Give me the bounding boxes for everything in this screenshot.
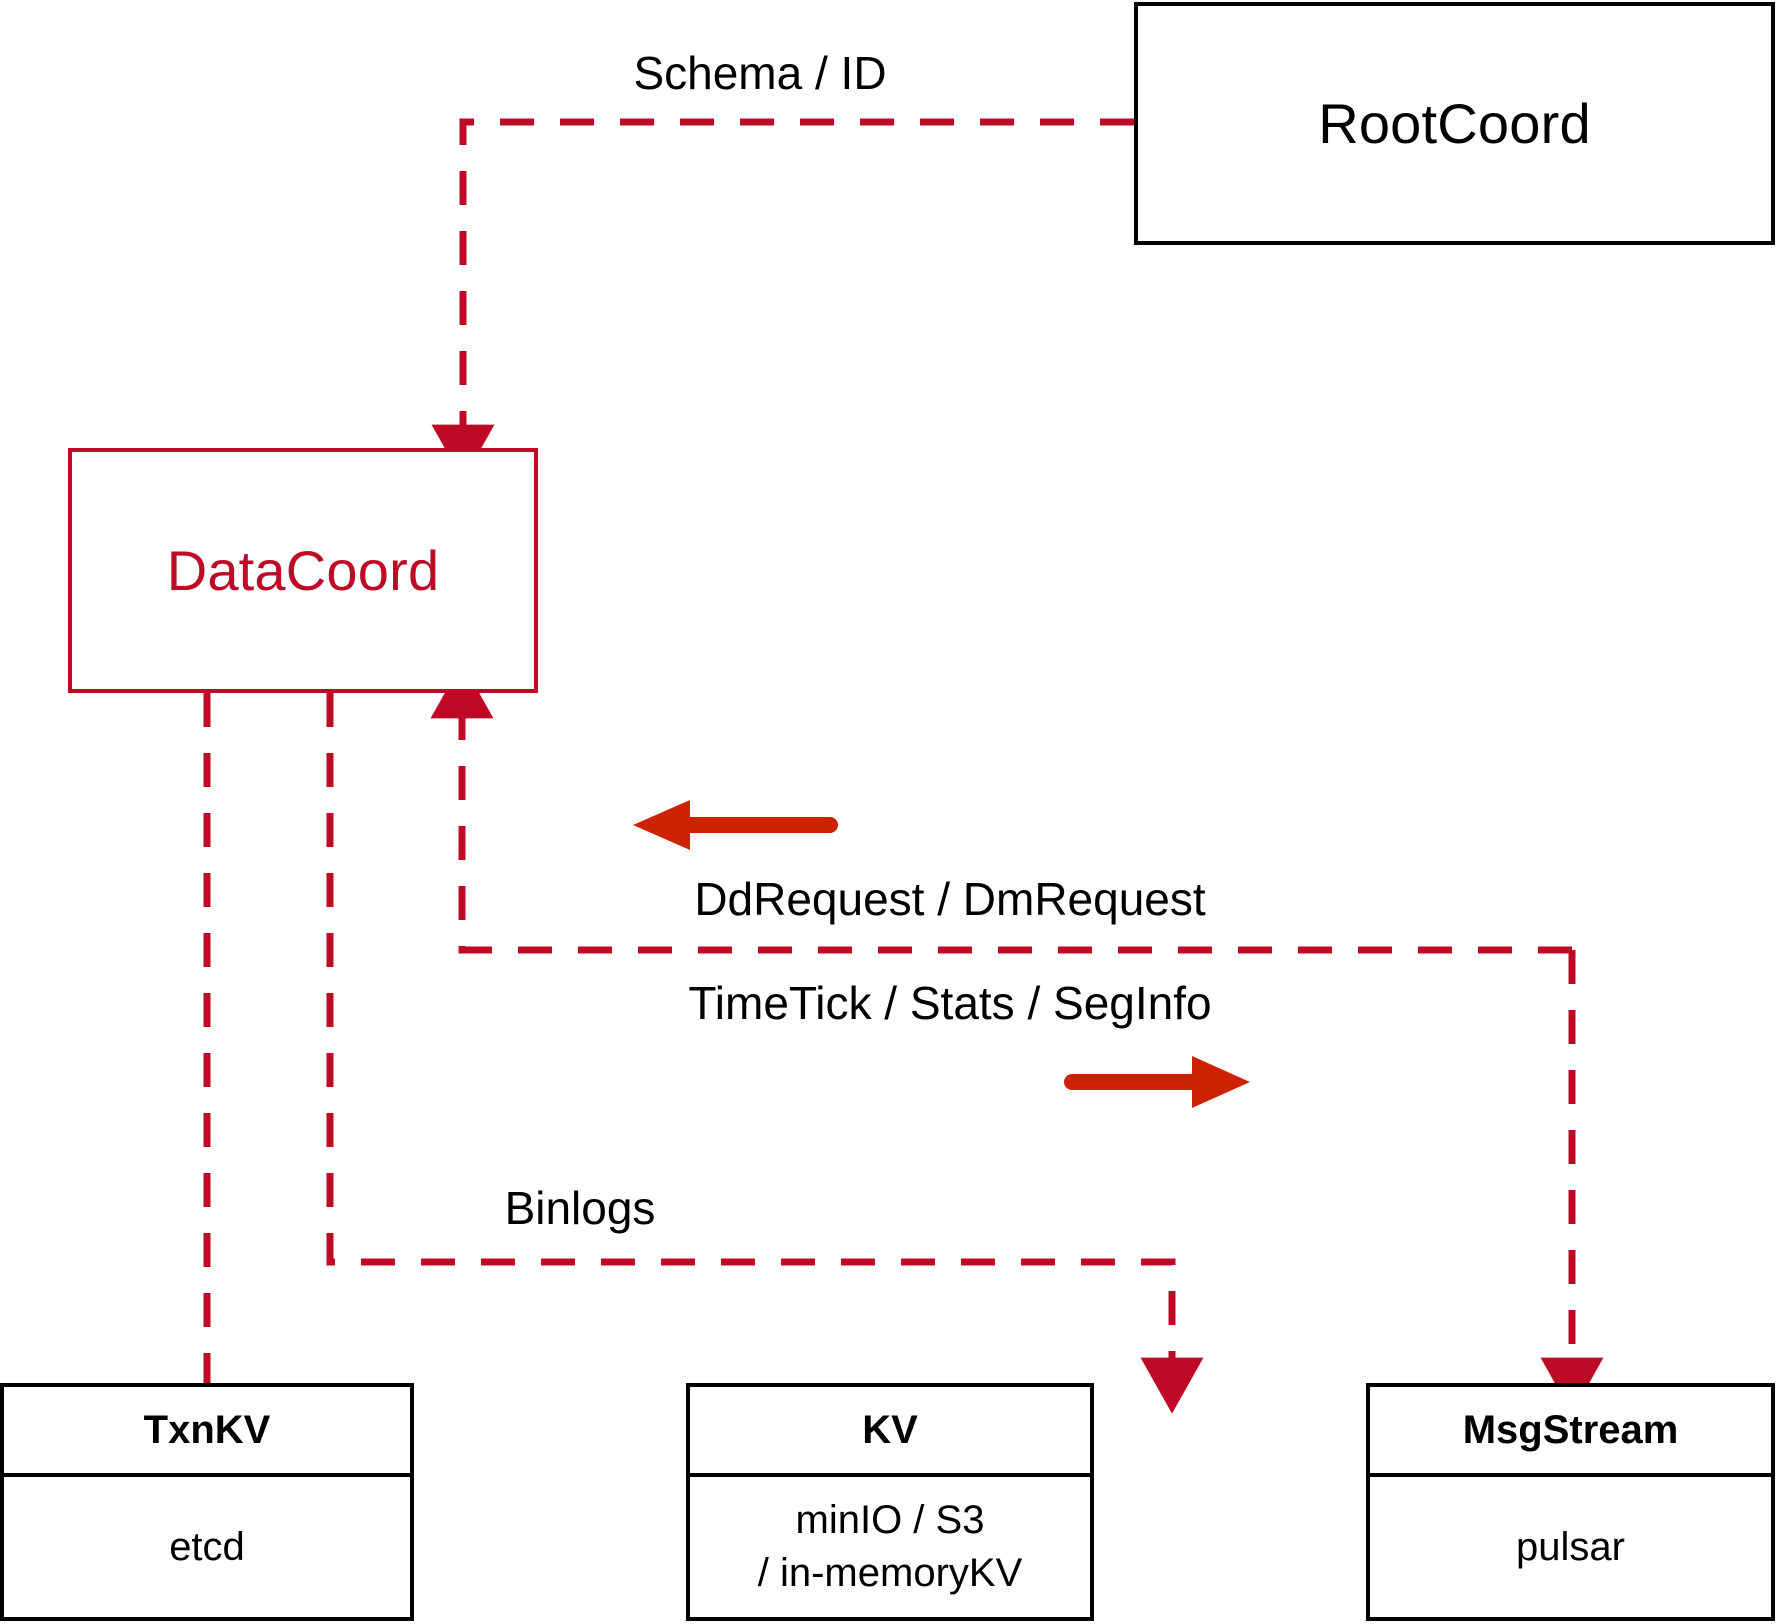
edge-binlogs — [326, 693, 1204, 1414]
node-kv-body: minIO / S3 / in-memoryKV — [690, 1477, 1090, 1617]
edge-label-timetick-stats-seginfo: TimeTick / Stats / SegInfo — [688, 977, 1212, 1029]
node-rootcoord[interactable]: RootCoord — [1134, 2, 1775, 245]
node-txnkv[interactable]: TxnKV etcd — [0, 1383, 414, 1621]
node-kv-header: KV — [690, 1387, 1090, 1477]
edge-schema-id — [431, 118, 1134, 481]
node-datacoord-label: DataCoord — [166, 539, 440, 602]
node-datacoord[interactable]: DataCoord — [68, 448, 538, 693]
node-msgstream-body-line: pulsar — [1516, 1524, 1625, 1569]
node-kv-body-line-1: minIO / S3 — [795, 1498, 985, 1543]
edge-label-ddrequest-dmrequest: DdRequest / DmRequest — [694, 873, 1206, 925]
direction-arrow-right-icon — [1064, 1056, 1250, 1108]
node-kv-body-line-2: / in-memoryKV — [757, 1551, 1023, 1595]
node-msgstream[interactable]: MsgStream pulsar — [1366, 1383, 1775, 1621]
direction-arrow-left-icon — [633, 800, 838, 850]
node-txnkv-header: TxnKV — [4, 1387, 410, 1477]
edge-label-schema-id: Schema / ID — [633, 47, 887, 99]
edge-ddrequest-dmrequest — [430, 662, 1572, 954]
node-msgstream-header: MsgStream — [1370, 1387, 1771, 1477]
node-rootcoord-label: RootCoord — [1318, 92, 1591, 155]
node-txnkv-body-line: etcd — [169, 1524, 245, 1569]
node-msgstream-body: pulsar — [1370, 1477, 1771, 1617]
edge-label-binlogs: Binlogs — [504, 1182, 656, 1234]
node-txnkv-body: etcd — [4, 1477, 410, 1617]
node-kv[interactable]: KV minIO / S3 / in-memoryKV — [686, 1383, 1094, 1621]
